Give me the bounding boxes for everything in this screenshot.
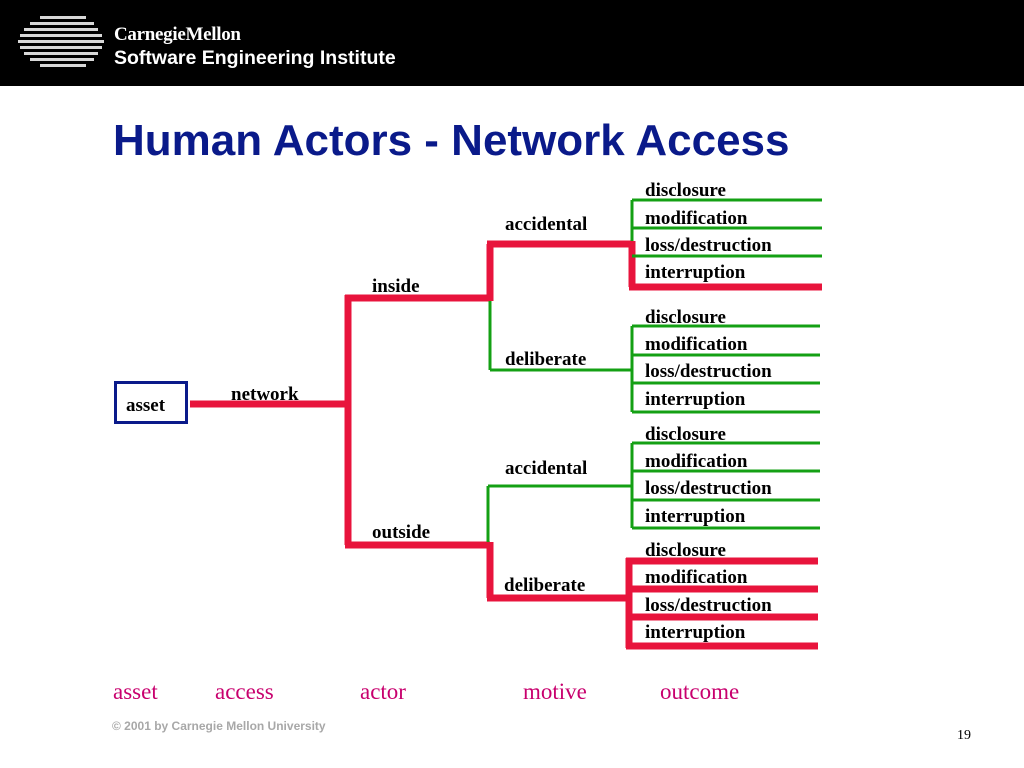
category-asset: asset — [113, 679, 158, 704]
outcome-modification-1: modification — [645, 208, 748, 229]
outcome-disclosure-2: disclosure — [645, 307, 726, 328]
category-outcome: outcome — [660, 679, 740, 704]
asset-label: asset — [126, 395, 166, 416]
copyright-footer: © 2001 by Carnegie Mellon University — [112, 719, 326, 733]
outcome-modification-2: modification — [645, 334, 748, 355]
outcome-loss-4: loss/destruction — [645, 595, 772, 616]
org-name-sei: Software Engineering Institute — [114, 47, 396, 69]
motive-accidental-outside-label: accidental — [505, 458, 588, 479]
normal-paths — [486, 198, 822, 542]
motive-deliberate-outside-label: deliberate — [504, 575, 586, 596]
highlight-path — [190, 240, 822, 650]
actor-inside-label: inside — [372, 276, 420, 297]
outcome-interruption-2: interruption — [645, 389, 746, 410]
sei-logo-icon — [18, 16, 104, 67]
outcome-modification-3: modification — [645, 451, 748, 472]
motive-accidental-inside-label: accidental — [505, 214, 588, 235]
outcome-loss-3: loss/destruction — [645, 478, 772, 499]
motive-deliberate-inside-label: deliberate — [505, 349, 587, 370]
actor-outside-label: outside — [372, 522, 431, 543]
outcome-loss-1: loss/destruction — [645, 235, 772, 256]
outcome-disclosure-3: disclosure — [645, 424, 726, 445]
asset-node: asset — [114, 381, 188, 424]
outcome-interruption-1: interruption — [645, 262, 746, 283]
outcome-disclosure-1: disclosure — [645, 180, 726, 201]
outcome-interruption-4: interruption — [645, 622, 746, 643]
org-name-carnegie-mellon: CarnegieMellon — [114, 24, 241, 45]
slide-title: Human Actors - Network Access — [113, 116, 790, 165]
outcome-interruption-3: interruption — [645, 506, 746, 527]
category-motive: motive — [523, 679, 587, 704]
category-access: access — [215, 679, 274, 704]
outcome-loss-2: loss/destruction — [645, 361, 772, 382]
category-actor: actor — [360, 679, 406, 704]
access-network-label: network — [231, 384, 299, 405]
page-number: 19 — [957, 728, 971, 743]
outcome-disclosure-4: disclosure — [645, 540, 726, 561]
header-bar: CarnegieMellon Software Engineering Inst… — [0, 0, 1024, 86]
outcome-modification-4: modification — [645, 567, 748, 588]
